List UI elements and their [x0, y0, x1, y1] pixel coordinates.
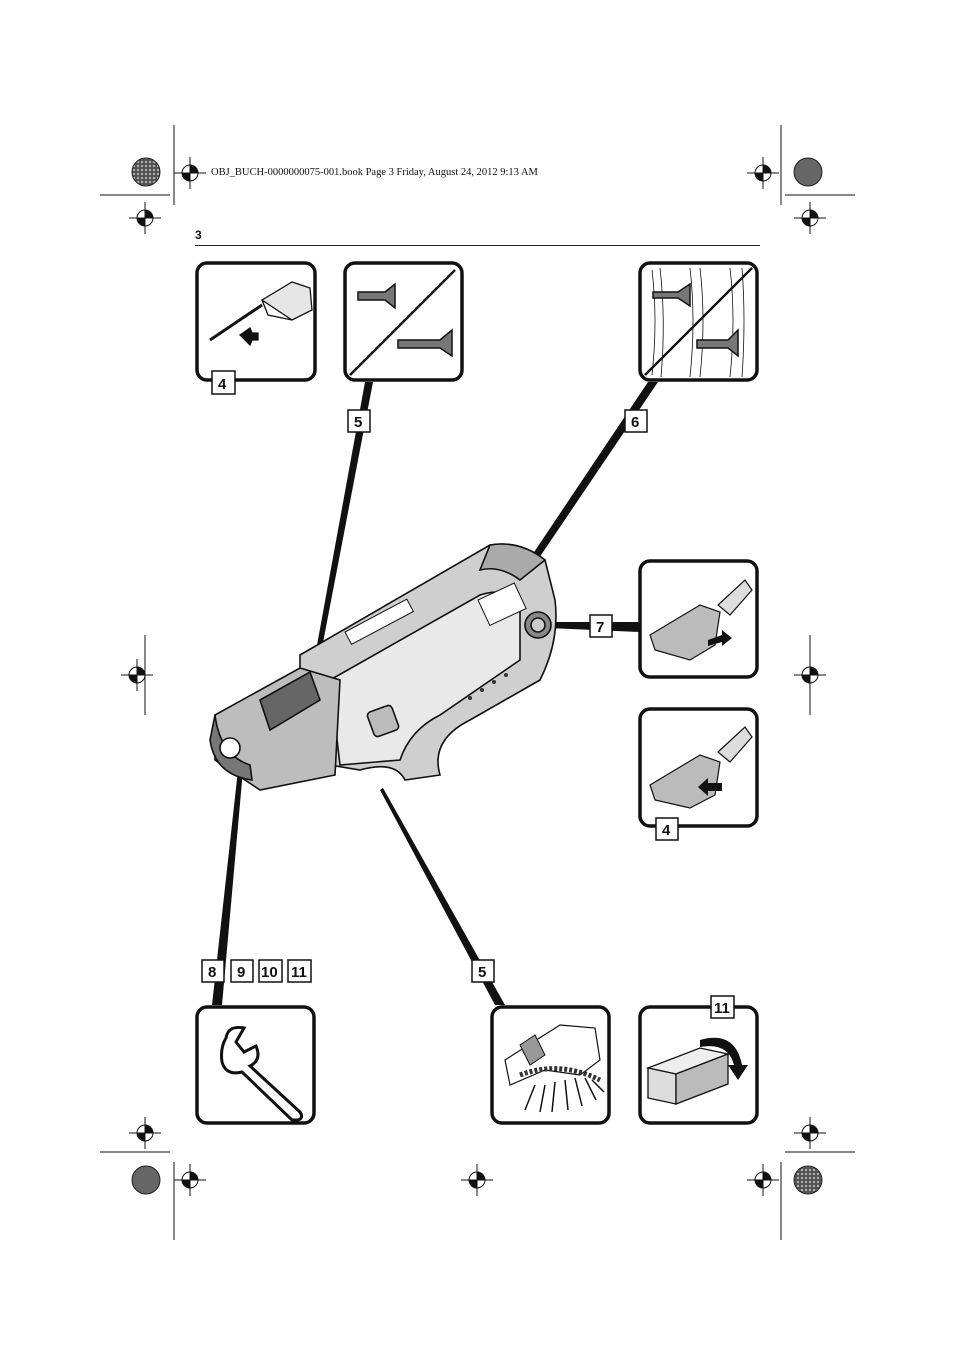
- ref-label-8: 8: [208, 964, 216, 981]
- step-label-7: 7: [596, 619, 604, 636]
- ref-label-9: 9: [237, 964, 245, 981]
- panel-storage-box: 11: [638, 995, 759, 1125]
- panel-screw-strip: 5: [471, 959, 611, 1125]
- registration-mark-icon: [120, 658, 154, 692]
- leader-lines: [212, 382, 658, 1005]
- registration-mark-icon: [793, 1116, 827, 1150]
- step-label-6: 6: [631, 414, 639, 431]
- registration-mark-icon: [128, 201, 162, 235]
- page-number: 3: [195, 228, 202, 242]
- screw-magazine-attachment: [209, 543, 557, 791]
- color-target-icon: [131, 157, 823, 1195]
- registration-mark-icon: [173, 156, 207, 190]
- panel-maintenance: [195, 1005, 316, 1125]
- ref-label-10: 10: [261, 964, 278, 981]
- registration-mark-icon: [746, 156, 780, 190]
- panel-drill-bit: 4: [195, 261, 317, 395]
- step-label-11: 11: [714, 1000, 730, 1017]
- header-rule: [195, 245, 760, 246]
- book-header-line: OBJ_BUCH-0000000075-001.book Page 3 Frid…: [211, 167, 538, 178]
- crop-marks: [100, 125, 855, 1240]
- registration-mark-icon: [128, 1116, 162, 1150]
- panel-remove-attachment: 7: [589, 559, 759, 679]
- step-label-5b: 5: [478, 964, 486, 981]
- registration-mark-icon: [173, 1163, 207, 1197]
- step-label-4: 4: [218, 376, 227, 393]
- screw-long-icon: [397, 328, 453, 358]
- step-label-4b: 4: [662, 822, 671, 839]
- panel-attach-attachment: 4: [638, 707, 759, 841]
- wrench-icon: [220, 1026, 304, 1122]
- registration-mark-icon: [793, 658, 827, 692]
- step-label-5: 5: [354, 414, 362, 431]
- wrench-reference-labels: 8 9 10 11: [201, 959, 312, 983]
- panel-screw-depth: 6: [624, 261, 759, 433]
- panel-screw-length: 5: [343, 261, 464, 433]
- box-icon: [645, 1047, 731, 1105]
- registration-mark-icon: [746, 1163, 780, 1197]
- registration-mark-icon: [793, 201, 827, 235]
- ref-label-11: 11: [291, 964, 307, 981]
- registration-mark-icon: [460, 1163, 494, 1197]
- screw-short-icon: [357, 282, 396, 310]
- rotate-arrow-icon: [700, 1037, 748, 1080]
